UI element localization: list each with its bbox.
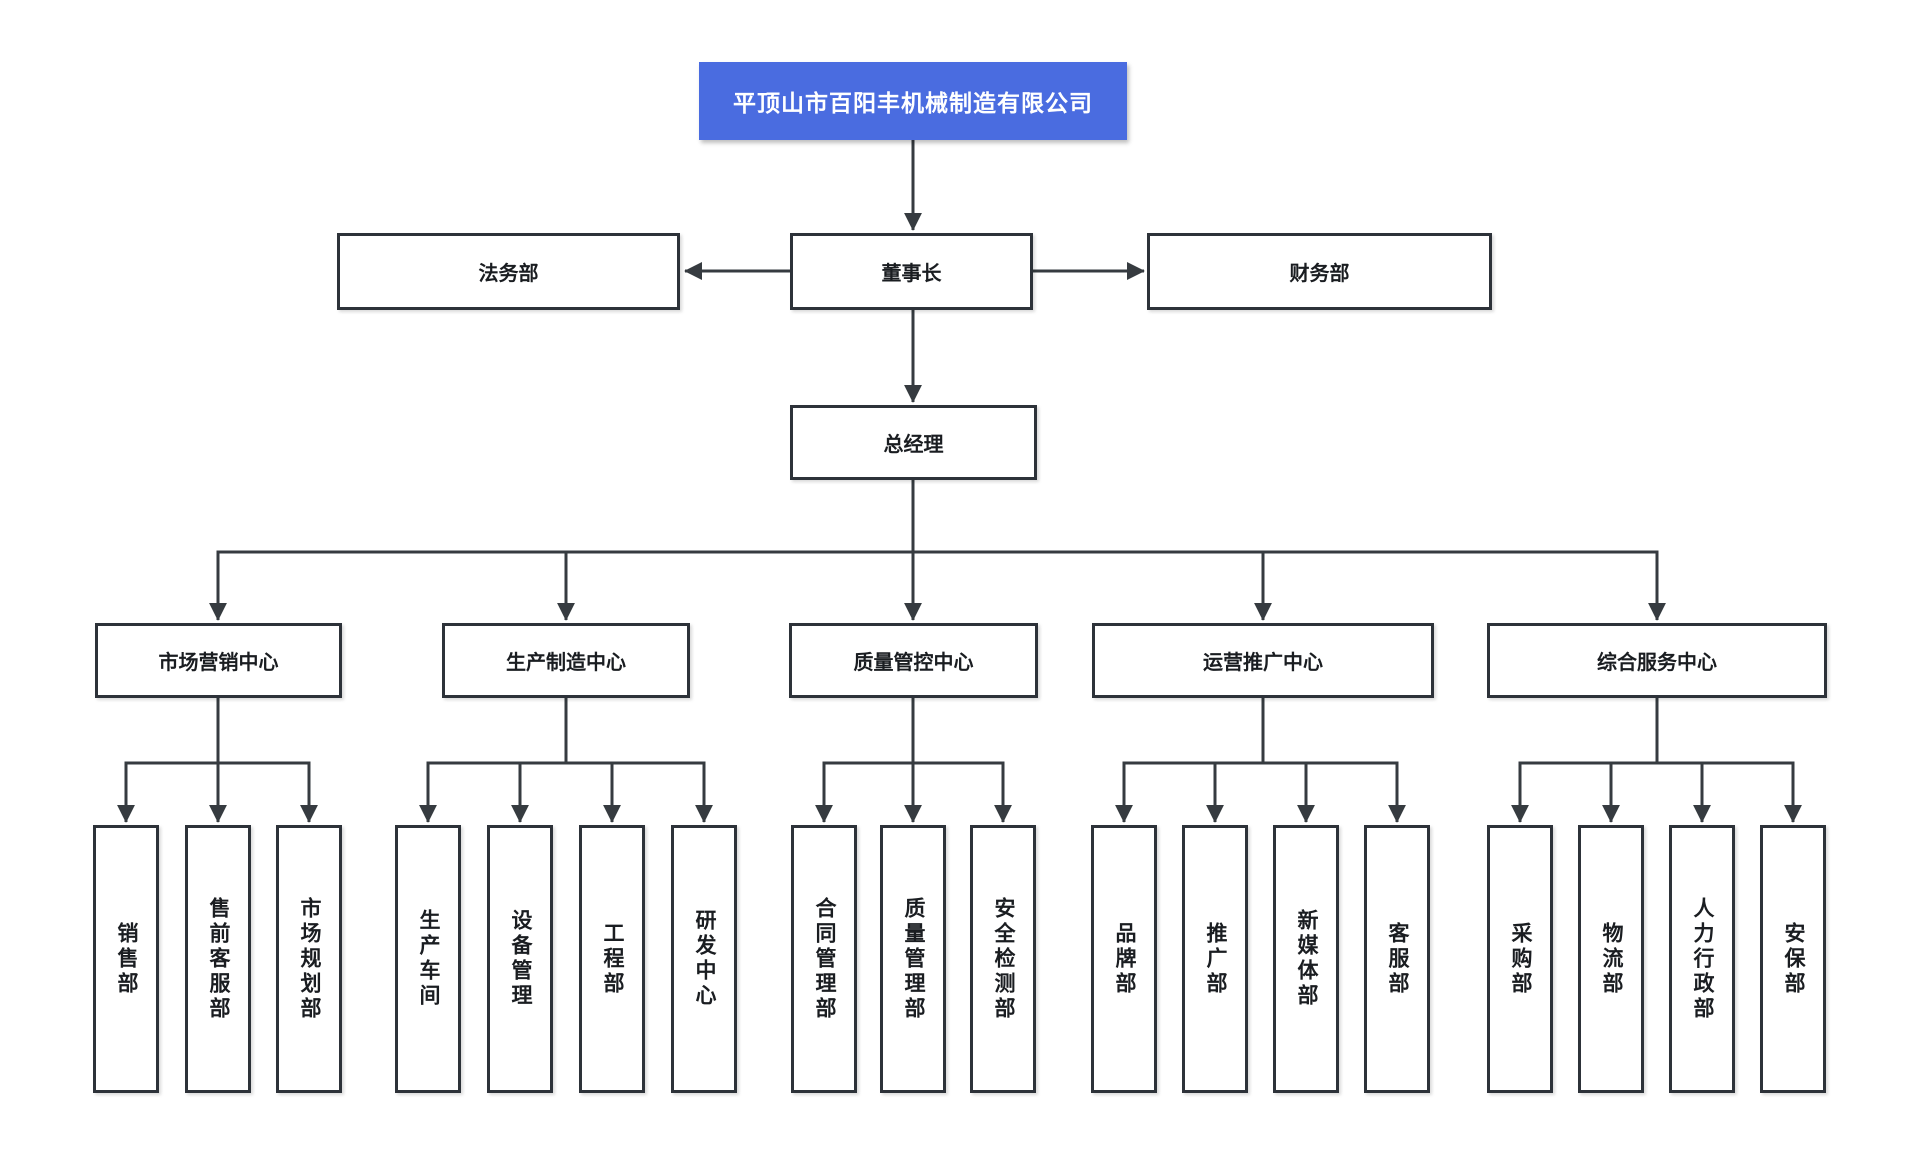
node-dept-sales-label: 销售部 [115, 921, 138, 997]
node-dept-quality-mgmt-label: 质量管理部 [902, 896, 925, 1022]
node-center-production-label: 生产制造中心 [506, 652, 626, 674]
node-center-quality[interactable]: 质量管控中心 [789, 623, 1038, 698]
node-dept-market-planning-label: 市场规划部 [298, 896, 321, 1022]
node-dept-procurement[interactable]: 采购部 [1487, 825, 1553, 1093]
node-center-services-label: 综合服务中心 [1597, 652, 1717, 674]
node-company[interactable]: 平顶山市百阳丰机械制造有限公司 [699, 62, 1127, 140]
node-dept-presales-service-label: 售前客服部 [207, 896, 230, 1022]
node-finance-dept-label: 财务部 [1289, 263, 1350, 285]
node-chairman[interactable]: 董事长 [790, 233, 1033, 310]
node-dept-presales-service[interactable]: 售前客服部 [185, 825, 251, 1093]
node-dept-market-planning[interactable]: 市场规划部 [276, 825, 342, 1093]
node-dept-security[interactable]: 安保部 [1760, 825, 1826, 1093]
node-dept-engineering[interactable]: 工程部 [579, 825, 645, 1093]
node-dept-rd-center[interactable]: 研发中心 [671, 825, 737, 1093]
node-dept-contract-mgmt[interactable]: 合同管理部 [791, 825, 857, 1093]
node-center-services[interactable]: 综合服务中心 [1487, 623, 1827, 698]
node-dept-contract-mgmt-label: 合同管理部 [813, 896, 836, 1022]
node-dept-equipment-mgmt[interactable]: 设备管理 [487, 825, 553, 1093]
node-dept-rd-center-label: 研发中心 [693, 909, 716, 1009]
node-dept-safety-inspection[interactable]: 安全检测部 [970, 825, 1036, 1093]
node-company-label: 平顶山市百阳丰机械制造有限公司 [733, 90, 1093, 116]
node-dept-customer-service-label: 客服部 [1386, 921, 1409, 997]
node-dept-production-workshop-label: 生产车间 [417, 909, 440, 1009]
node-center-operations[interactable]: 运营推广中心 [1092, 623, 1434, 698]
node-center-production[interactable]: 生产制造中心 [442, 623, 690, 698]
node-dept-equipment-mgmt-label: 设备管理 [509, 909, 532, 1009]
node-dept-production-workshop[interactable]: 生产车间 [395, 825, 461, 1093]
node-dept-promotion-label: 推广部 [1204, 921, 1227, 997]
node-legal-dept[interactable]: 法务部 [337, 233, 680, 310]
node-dept-brand[interactable]: 品牌部 [1091, 825, 1157, 1093]
node-dept-engineering-label: 工程部 [601, 921, 624, 997]
node-dept-hr-admin[interactable]: 人力行政部 [1669, 825, 1735, 1093]
node-dept-hr-admin-label: 人力行政部 [1691, 896, 1714, 1022]
node-dept-new-media-label: 新媒体部 [1295, 909, 1318, 1009]
node-general-manager-label: 总经理 [883, 434, 944, 456]
node-dept-quality-mgmt[interactable]: 质量管理部 [880, 825, 946, 1093]
node-dept-logistics[interactable]: 物流部 [1578, 825, 1644, 1093]
node-center-operations-label: 运营推广中心 [1203, 652, 1323, 674]
node-dept-sales[interactable]: 销售部 [93, 825, 159, 1093]
node-finance-dept[interactable]: 财务部 [1147, 233, 1492, 310]
node-dept-customer-service[interactable]: 客服部 [1364, 825, 1430, 1093]
node-legal-dept-label: 法务部 [478, 263, 539, 285]
node-dept-logistics-label: 物流部 [1600, 921, 1623, 997]
node-center-quality-label: 质量管控中心 [853, 652, 974, 674]
node-dept-safety-inspection-label: 安全检测部 [992, 896, 1015, 1022]
node-dept-promotion[interactable]: 推广部 [1182, 825, 1248, 1093]
node-center-marketing[interactable]: 市场营销中心 [95, 623, 342, 698]
node-general-manager[interactable]: 总经理 [790, 405, 1037, 480]
node-dept-security-label: 安保部 [1782, 921, 1805, 997]
node-center-marketing-label: 市场营销中心 [158, 652, 279, 674]
node-dept-new-media[interactable]: 新媒体部 [1273, 825, 1339, 1093]
node-dept-procurement-label: 采购部 [1509, 921, 1532, 997]
node-dept-brand-label: 品牌部 [1113, 921, 1136, 997]
node-chairman-label: 董事长 [881, 263, 942, 285]
